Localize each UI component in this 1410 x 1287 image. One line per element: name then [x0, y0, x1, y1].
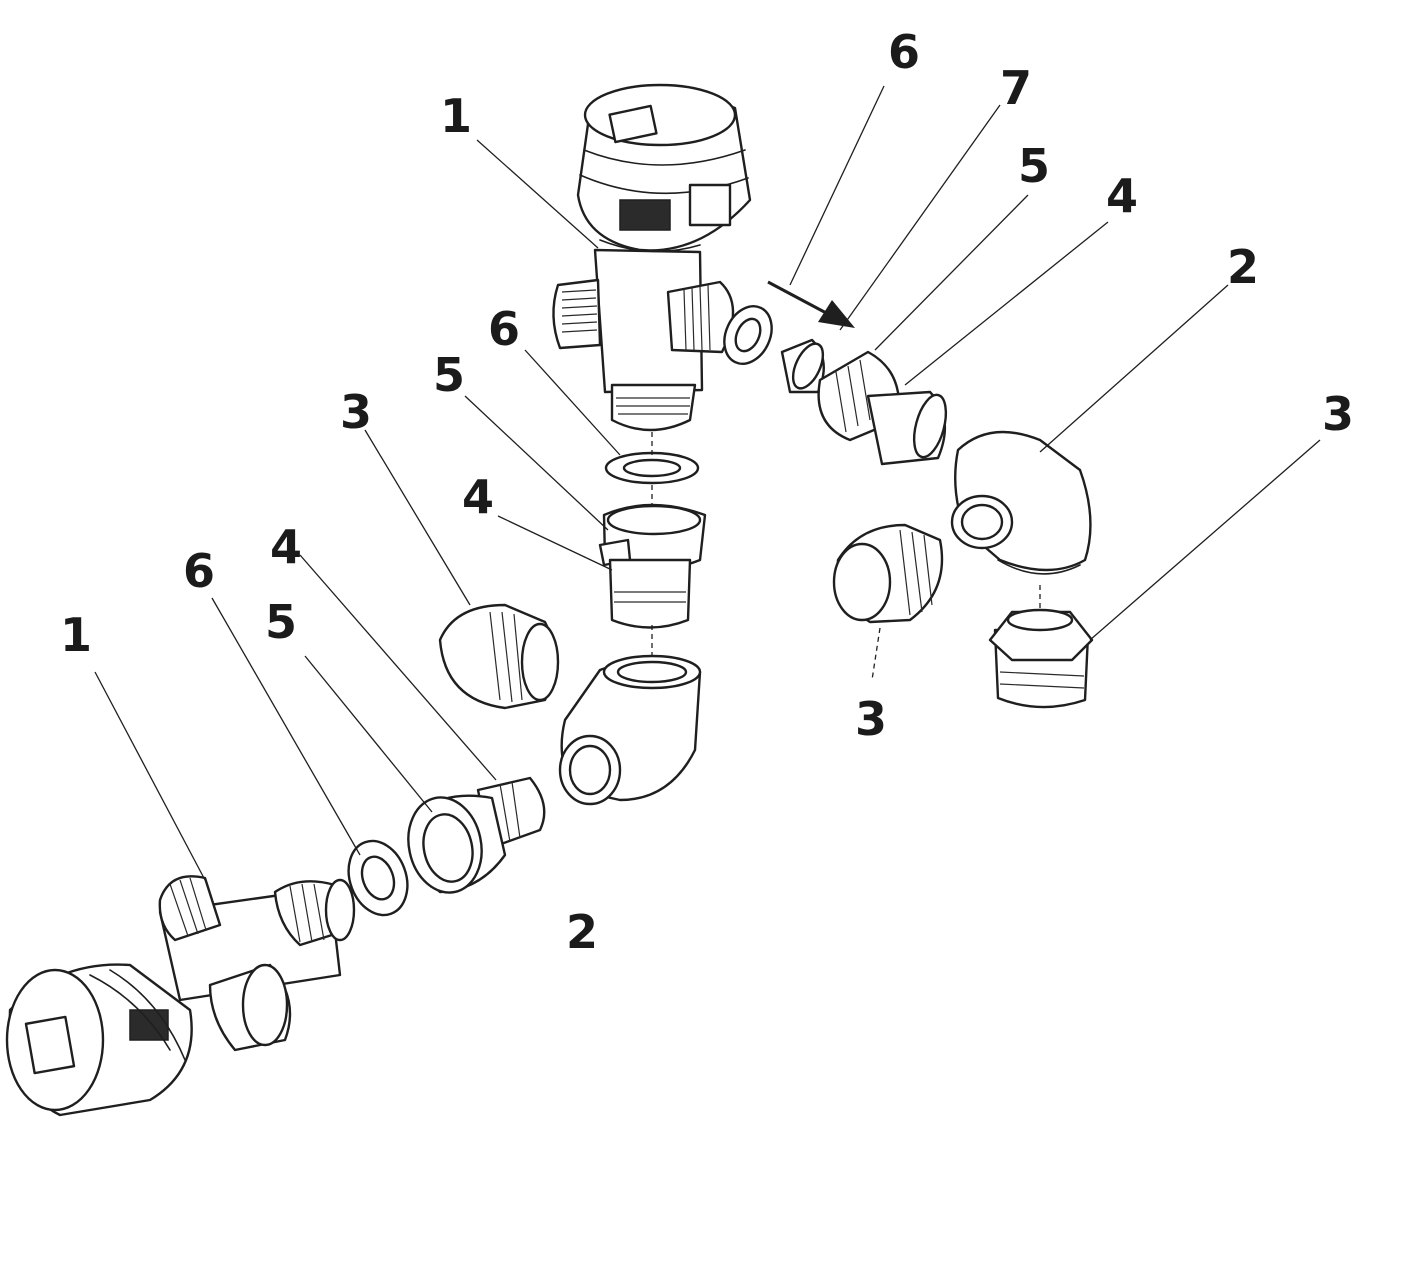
middle-adapter — [608, 558, 692, 629]
callout-labels: 1 6 7 5 4 2 3 3 6 5 3 4 6 4 5 1 2 — [60, 25, 1354, 959]
upper-right-insert — [780, 338, 825, 394]
middle-nut — [598, 503, 707, 572]
lower-nut — [407, 794, 507, 894]
callout-1: 1 — [60, 608, 92, 662]
callout-7: 7 — [1000, 61, 1032, 115]
upper-right-fitting-a — [832, 523, 944, 624]
middle-left-fitting — [438, 603, 560, 710]
lower-gasket — [347, 839, 409, 917]
upper-right-fitting-b — [988, 608, 1094, 709]
middle-elbow — [558, 654, 702, 806]
leader-lines — [94, 85, 1321, 881]
lower-valve-body — [5, 875, 356, 1117]
callout-5: 5 — [265, 595, 297, 649]
callout-4: 4 — [270, 520, 302, 574]
middle-gasket — [604, 451, 700, 485]
upper-right-adapter — [866, 390, 948, 466]
callout-3: 3 — [855, 692, 887, 746]
callout-6: 6 — [888, 25, 920, 79]
callout-3: 3 — [340, 385, 372, 439]
upper-right-gasket — [723, 305, 773, 365]
callout-4: 4 — [1106, 169, 1138, 223]
upper-right-elbow — [950, 430, 1092, 575]
callout-2: 2 — [1227, 240, 1259, 294]
callout-4: 4 — [462, 470, 494, 524]
callout-2: 2 — [566, 905, 598, 959]
callout-6: 6 — [183, 544, 215, 598]
callout-3: 3 — [1322, 387, 1354, 441]
callout-6: 6 — [488, 302, 520, 356]
callout-1: 1 — [440, 89, 472, 143]
callout-5: 5 — [433, 348, 465, 402]
callout-5: 5 — [1018, 139, 1050, 193]
flow-direction-arrow — [767, 280, 855, 328]
upper-valve-body — [552, 83, 752, 432]
